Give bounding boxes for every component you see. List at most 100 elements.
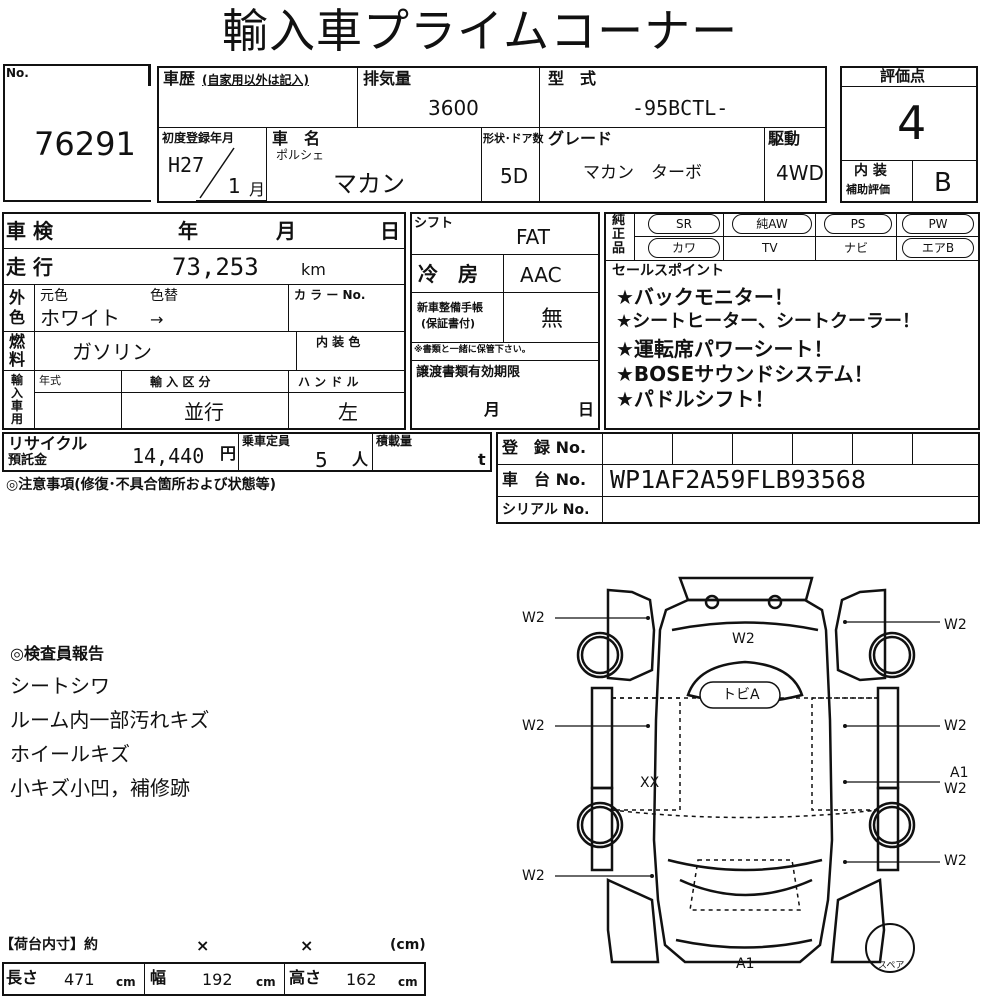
recycle-grid	[2, 432, 492, 472]
equip-navi: ナビ	[844, 241, 869, 255]
cargo-x1: ×	[196, 936, 210, 955]
color-side-1: 外	[9, 288, 26, 307]
equipment-side-2: 正	[612, 227, 626, 242]
sales-point-5: ★パドルシフト！	[616, 387, 775, 411]
first-reg-label: 初度登録年月	[162, 131, 235, 145]
fuel-side-1: 燃	[9, 332, 26, 351]
load-unit: t	[478, 450, 486, 469]
cargo-height-label: 高さ	[289, 968, 322, 987]
import-side-3: 車	[11, 399, 24, 413]
inspector-note-2: ルーム内一部汚れキズ	[10, 708, 210, 732]
cargo-length-label: 長さ	[6, 968, 39, 987]
equipment-sales-grid	[604, 212, 980, 430]
mark-roof: トビA	[722, 687, 760, 703]
cargo-grid	[2, 962, 426, 996]
mark-trunk: W2	[732, 631, 755, 647]
recycle-unit: 円	[220, 444, 237, 463]
grade-value: マカン ターボ	[583, 163, 702, 183]
fuel-value: ガソリン	[72, 340, 152, 364]
mark-front-right: W2	[944, 853, 967, 869]
color-no-label: カ ラ ー No.	[294, 288, 366, 302]
shift-ac-grid	[410, 212, 600, 430]
cargo-height-cm: cm	[398, 975, 418, 989]
color-side-2: 色	[9, 308, 26, 327]
rating-value: 4	[897, 96, 927, 150]
inspector-note-1: シートシワ	[10, 674, 110, 698]
transfer-label: 譲渡書類有効期限	[416, 365, 521, 380]
inspector-note-3: ホイールキズ	[10, 742, 130, 766]
equipment-side-1: 純	[612, 213, 626, 228]
cargo-width: 192	[202, 970, 233, 989]
mileage-unit: km	[301, 260, 326, 279]
car-name-value: マカン	[333, 170, 405, 198]
capacity-value: 5	[315, 448, 328, 472]
serial-label: シリアル No.	[502, 502, 590, 518]
cargo-width-label: 幅	[150, 968, 167, 987]
car-damage-diagram	[555, 576, 940, 973]
sales-point-4: ★BOSEサウンドシステム！	[616, 362, 874, 386]
inspection-day: 日	[380, 219, 400, 243]
mark-rear-left: W2	[522, 610, 545, 626]
shift-value: FAT	[516, 225, 551, 249]
capacity-unit: 人	[352, 450, 369, 469]
manual-label-1: 新車整備手帳	[417, 301, 483, 314]
cargo-width-cm: cm	[256, 975, 276, 989]
first-reg-era: H27	[168, 153, 205, 177]
mileage-value: 73,253	[172, 253, 259, 281]
equip-alloy-wheels: 純AW	[732, 214, 812, 234]
color-arrow: →	[150, 310, 164, 329]
color-value: ホワイト	[40, 306, 120, 330]
transfer-month: 月	[484, 400, 501, 419]
vehicle-detail-grid	[2, 212, 406, 430]
recycle-label-1: リサイクル	[8, 434, 88, 453]
mark-right-door: W2	[944, 718, 967, 734]
import-side-4: 用	[11, 412, 24, 426]
mark-rear-right: W2	[944, 617, 967, 633]
first-reg-month-unit: 月	[249, 180, 266, 199]
transfer-day: 日	[578, 400, 595, 419]
orig-color-label: 元色	[40, 288, 68, 304]
ac-label: 冷 房	[418, 262, 478, 286]
registration-grid	[496, 432, 980, 524]
inspector-note-4: 小キズ小凹，補修跡	[10, 776, 190, 800]
mark-interior: XX	[640, 775, 660, 791]
equip-sr: SR	[648, 214, 720, 234]
cargo-unit: (cm)	[390, 937, 426, 953]
recycle-label-2: 預託金	[8, 453, 48, 468]
interior-color-label: 内 装 色	[316, 335, 361, 349]
displacement-value: 3600	[428, 96, 479, 120]
spare-label: スペア	[878, 961, 905, 971]
cargo-x2: ×	[300, 936, 314, 955]
equipment-side-3: 品	[612, 241, 626, 256]
mark-front-bumper: A1	[736, 956, 755, 972]
registration-label: 登 録 No.	[502, 438, 587, 457]
rating-box	[840, 66, 978, 203]
mark-right-front-a1: A1	[950, 765, 969, 781]
first-reg-month: 1	[228, 174, 241, 198]
import-type-value: 並行	[184, 400, 224, 424]
sales-label: セールスポイント	[612, 263, 724, 279]
import-type-label: 輸 入 区 分	[150, 375, 211, 389]
vehicle-info-grid	[157, 66, 827, 203]
shift-label: シフト	[414, 216, 454, 231]
manual-note: ※書類と一緒に保管下さい。	[414, 345, 531, 355]
mileage-label: 走 行	[6, 255, 53, 279]
model-label: 型 式	[548, 69, 597, 88]
car-name-label: 車 名	[272, 129, 321, 148]
chassis-label: 車 台 No.	[502, 470, 587, 489]
mark-right-front-w2: W2	[944, 781, 967, 797]
capacity-label: 乗車定員	[242, 434, 291, 448]
page-title: 輸入車プライムコーナー	[222, 4, 739, 58]
rating-label: 評価点	[880, 67, 926, 85]
no-label: No.	[6, 66, 29, 80]
car-maker: ポルシェ	[276, 148, 325, 162]
recycle-value: 14,440	[132, 444, 205, 468]
inspection-month: 月	[276, 219, 296, 243]
inspection-label: 車 検	[6, 219, 53, 243]
mark-left-door: W2	[522, 718, 545, 734]
equip-airbag: エアB	[902, 238, 974, 258]
equip-ps: PS	[824, 214, 892, 234]
grade-label: グレード	[548, 129, 613, 148]
manual-value: 無	[541, 307, 564, 332]
body-value: 5D	[500, 164, 529, 188]
